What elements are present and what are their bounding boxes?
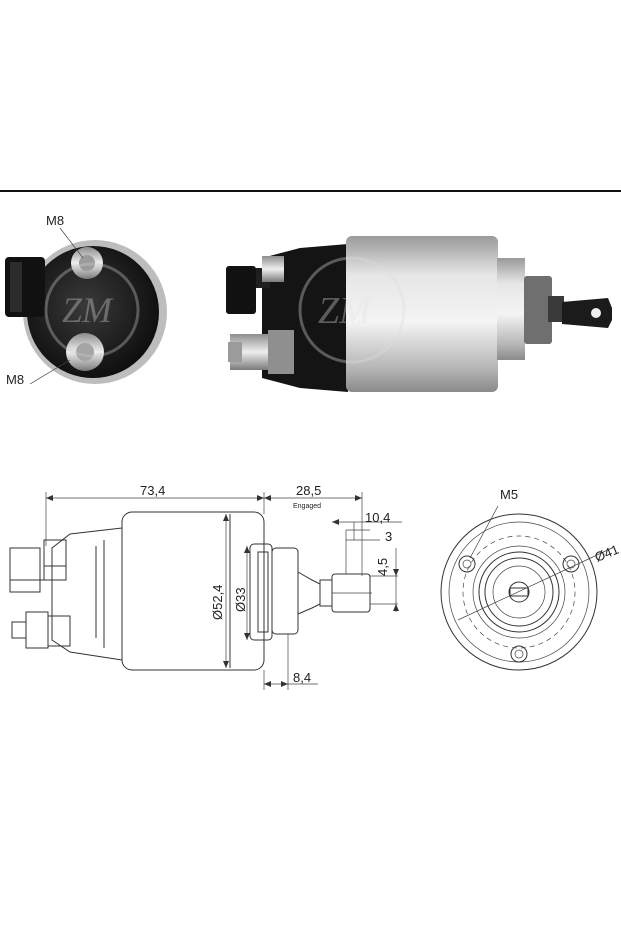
terminal-stud-top xyxy=(71,247,103,279)
drawing-side-view: 73,4 28,5 Engaged 10,4 3 4,5 Ø52,4 Ø33 xyxy=(9,483,402,690)
dim-body-diameter: Ø52,4 xyxy=(210,585,225,620)
watermark-logo: ZM xyxy=(44,262,140,358)
dim-bolt-circle: Ø41 xyxy=(593,542,621,565)
dim-stroke-engaged: 28,5 xyxy=(296,483,321,498)
dim-nose-diameter: Ø33 xyxy=(233,587,248,612)
watermark-logo-side: ZM xyxy=(298,256,406,364)
terminal-stud-bottom xyxy=(66,333,104,371)
stud-upper xyxy=(262,256,284,282)
dim-mount-thread: M5 xyxy=(500,487,518,502)
mount-hole-right xyxy=(562,555,580,573)
mount-hole-left xyxy=(458,555,476,573)
dim-tab-width: 4,5 xyxy=(375,558,390,576)
label-terminal-top: M8 xyxy=(46,213,64,228)
mount-hole-bottom xyxy=(510,645,528,663)
photo-side-view: ZM xyxy=(226,236,612,392)
drawing-front-view: M5 Ø41 xyxy=(440,487,621,671)
label-terminal-bottom: M8 xyxy=(6,372,24,387)
svg-text:ZM: ZM xyxy=(318,290,373,332)
dim-tab-offset: 3 xyxy=(385,529,392,544)
dim-tab-length: 10,4 xyxy=(365,510,390,525)
plunger-tab xyxy=(562,298,612,328)
dim-nose-length: 8,4 xyxy=(293,670,311,685)
dim-engaged-note: Engaged xyxy=(293,503,321,510)
dim-overall-length: 73,4 xyxy=(140,483,165,498)
silver-body xyxy=(346,236,498,392)
svg-text:ZM: ZM xyxy=(62,290,114,330)
photo-end-view: ZM M8 M8 xyxy=(5,213,167,387)
